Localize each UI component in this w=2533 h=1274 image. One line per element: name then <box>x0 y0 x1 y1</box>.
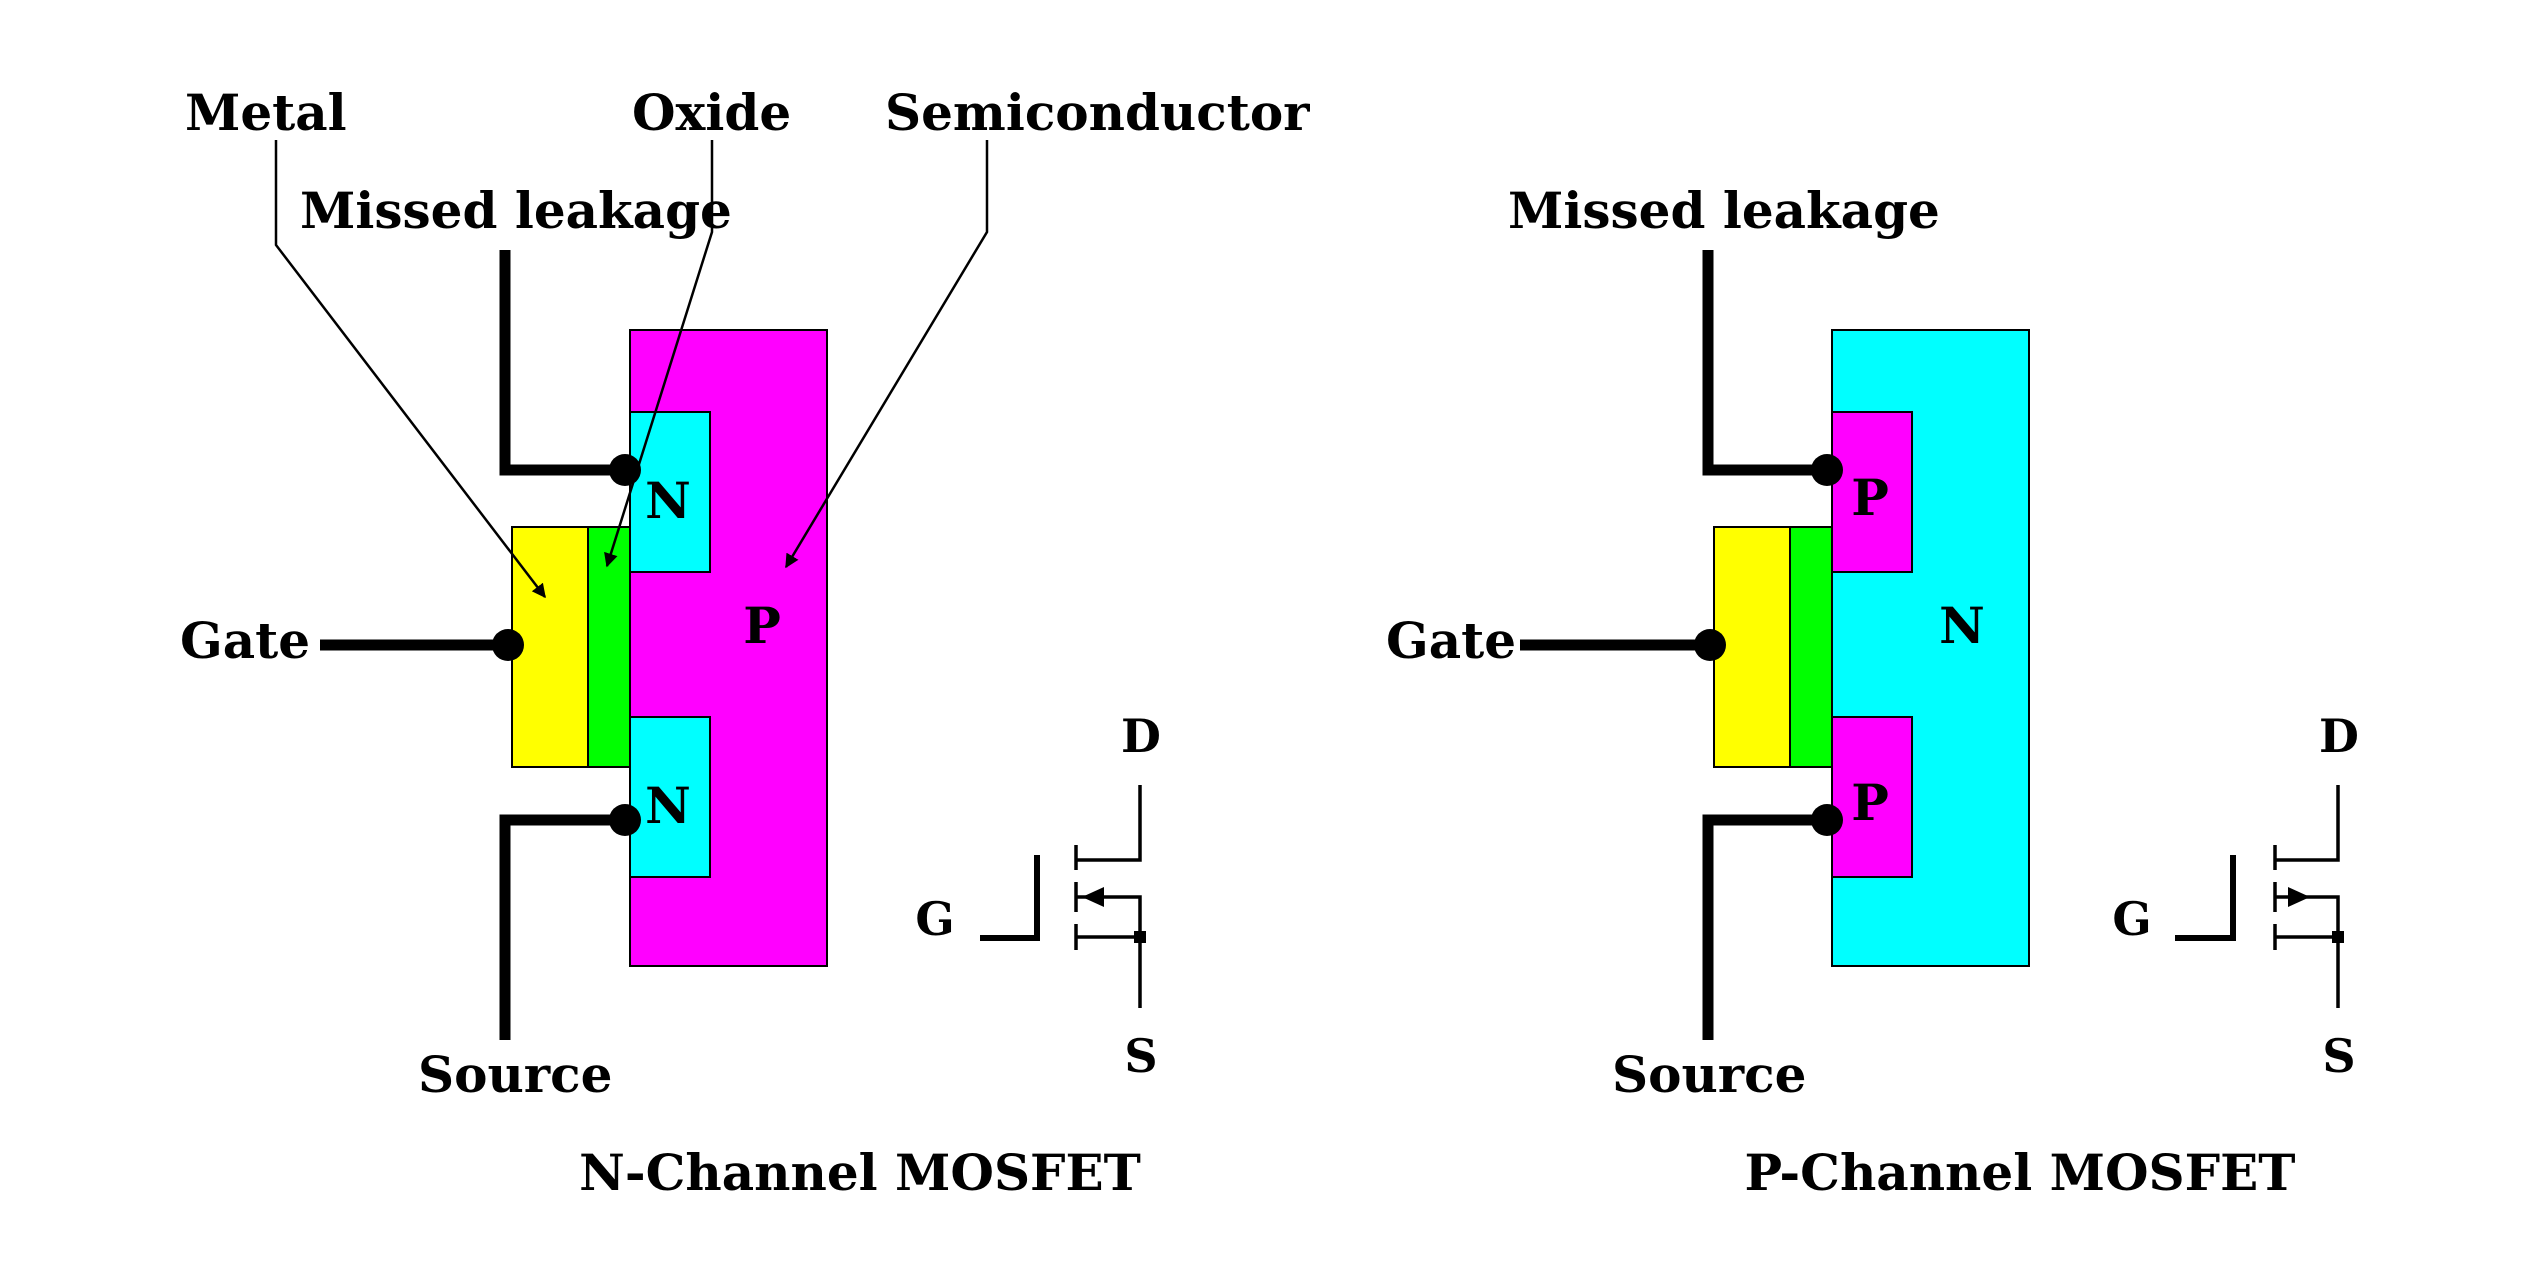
n-label-missed-leakage: Missed leakage <box>300 181 732 240</box>
n-symbol-source-dot <box>1134 931 1146 943</box>
n-semiconductor-leader-arrow <box>784 140 989 569</box>
n-symbol-arrow <box>1082 887 1104 907</box>
p-symbol-gate-line <box>2175 855 2236 941</box>
p-bottom-well-region <box>1831 716 1913 878</box>
n-symbol-s-label: S <box>1124 1029 1157 1083</box>
p-symbol-source-dot <box>2332 931 2344 943</box>
p-label-source: Source <box>1612 1045 1806 1104</box>
n-top-well-letter: N <box>645 471 691 530</box>
n-source-wire <box>499 814 630 1040</box>
n-caption: N-Channel MOSFET <box>579 1143 1141 1202</box>
p-label-missed-leakage: Missed leakage <box>1508 181 1940 240</box>
p-metal-layer <box>1713 526 1791 768</box>
p-symbol-s-label: S <box>2322 1029 2355 1083</box>
n-oxide-leader-arrow <box>604 140 714 568</box>
p-channel-mosfet: P P N Missed leakage Gate Source D G S P… <box>1386 181 2359 1202</box>
p-gate-contact-dot <box>1694 629 1726 661</box>
p-substrate-letter: N <box>1939 596 1985 655</box>
n-label-metal: Metal <box>185 83 347 142</box>
n-circuit-symbol: D G S <box>915 709 1161 1083</box>
p-top-well-letter: P <box>1851 468 1889 527</box>
p-symbol-g-label: G <box>2112 892 2151 946</box>
n-label-oxide: Oxide <box>632 83 791 142</box>
n-label-semiconductor: Semiconductor <box>885 83 1310 142</box>
n-drain-wire <box>499 250 630 476</box>
n-label-source: Source <box>418 1045 612 1104</box>
n-bottom-well-region <box>629 716 711 878</box>
p-oxide-layer <box>1789 526 1833 768</box>
p-source-contact-dot <box>1811 804 1843 836</box>
n-drain-contact-dot <box>609 454 641 486</box>
n-substrate-letter: P <box>743 596 781 655</box>
n-symbol-drain-line <box>1076 785 1142 862</box>
n-label-gate: Gate <box>180 611 310 670</box>
p-symbol-arrow <box>2288 887 2310 907</box>
n-symbol-body-line <box>1076 895 1142 937</box>
n-source-contact-dot <box>609 804 641 836</box>
p-circuit-symbol: D G S <box>2112 709 2359 1083</box>
n-gate-contact-dot <box>492 629 524 661</box>
n-symbol-d-label: D <box>1121 709 1161 763</box>
p-source-wire <box>1702 814 1832 1040</box>
p-symbol-body-line <box>2275 895 2340 937</box>
n-bottom-well-letter: N <box>645 776 691 835</box>
p-top-well-region <box>1831 411 1913 573</box>
p-symbol-d-label: D <box>2319 709 2359 763</box>
p-drain-wire <box>1702 250 1832 476</box>
p-bottom-well-letter: P <box>1851 773 1889 832</box>
p-drain-contact-dot <box>1811 454 1843 486</box>
n-metal-leader-arrow <box>274 140 546 599</box>
p-label-gate: Gate <box>1386 611 1516 670</box>
n-symbol-source-line <box>1076 935 1142 1008</box>
p-symbol-drain-line <box>2275 785 2340 862</box>
n-channel-mosfet: N N P Metal Oxide Semiconductor Missed l… <box>180 83 1310 1202</box>
p-symbol-source-line <box>2275 935 2340 1008</box>
p-caption: P-Channel MOSFET <box>1745 1143 2296 1202</box>
n-symbol-gate-line <box>980 855 1040 941</box>
n-top-well-region <box>629 411 711 573</box>
n-symbol-g-label: G <box>915 892 954 946</box>
